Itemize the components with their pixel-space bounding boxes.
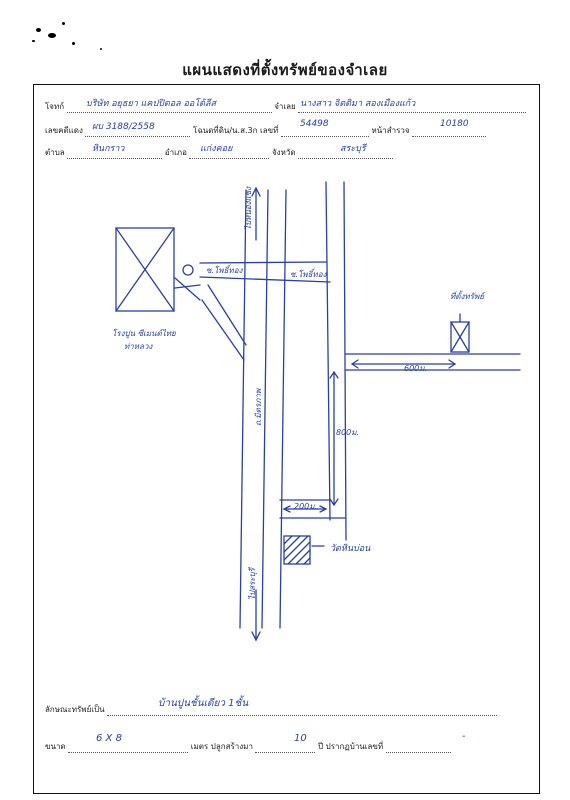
arrow-up-icon [329, 370, 339, 379]
plaintiff-label: โจทก์ [45, 102, 65, 111]
junction-road [201, 299, 245, 361]
subdistrict-value: หินกราว [92, 144, 125, 154]
landmark-circle [182, 264, 194, 276]
arrow-left-icon [350, 359, 359, 369]
page-title: แผนแสดงที่ตั้งทรัพย์ของจำเลย [182, 61, 388, 79]
size-row: ขนาด เมตร ปลูกสร้างมา ปี ปรากฏบ้านเลขที่ [45, 740, 451, 753]
property-type-label: ลักษณะทรัพย์เป็น [45, 705, 105, 714]
defendant-value: นางสาว จิตติมา สองเมืองแก้ว [300, 99, 416, 109]
province-label: จังหวัด [271, 148, 296, 157]
survey-page-value: 10180 [440, 119, 469, 129]
house-no-label: ปี ปรากฏบ้านเลขที่ [318, 742, 384, 751]
scan-speck [48, 33, 56, 38]
property-label: ที่ตั้งทรัพย์ [450, 292, 484, 301]
scan-speck [36, 28, 41, 32]
house-no-value: - [462, 731, 466, 742]
build-label: เมตร ปลูกสร้างมา [190, 742, 253, 751]
distance-800-label: 800ม. [336, 428, 360, 437]
junction-label-b: ซ.โพธิ์ทอง [290, 270, 327, 279]
side-road-line [325, 181, 331, 521]
scan-speck [32, 40, 35, 42]
scan-speck [72, 42, 75, 45]
temple-label: วัดหินบ่อน [330, 544, 371, 554]
arrow-down-icon [251, 631, 261, 642]
survey-page-label: หน้าสำรวจ [371, 126, 410, 135]
property-type-value: บ้านปูนชั้นเดียว 1ชั้น [158, 698, 249, 709]
deed-label: เลขคดีแดง [45, 126, 83, 135]
build-value: 10 [294, 733, 307, 744]
road-south-label: ไปสระบุรี [248, 568, 257, 600]
deed-value: ผบ 3188/2558 [92, 122, 155, 132]
scan-speck [100, 48, 102, 50]
factory-label: โรงปูน ซีเมนต์ไทย [112, 329, 176, 338]
title-deed-label: โฉนดที่ดิน/น.ส.3ก เลขที่ [193, 126, 279, 135]
factory-road [174, 277, 201, 301]
province-value: สระบุรี [340, 144, 366, 154]
distance-600-label: 600ม. [404, 364, 428, 373]
deed-row: เลขคดีแดง โฉนดที่ดิน/น.ส.3ก เลขที่ หน้าส… [45, 124, 487, 137]
highway-line [279, 189, 287, 629]
side-road-line [343, 181, 347, 541]
junction-road [199, 261, 327, 264]
district-value: แก่งคอย [200, 144, 233, 154]
property-type-row: ลักษณะทรัพย์เป็น [45, 703, 498, 716]
junction-label-a: ซ.โพธิ์ทอง [206, 266, 243, 275]
road-north-label: ไปหนองแซง [244, 186, 253, 230]
factory-sub-label: ท่าหลวง [124, 342, 153, 351]
junction-road [207, 284, 247, 346]
arrow-right-icon [448, 359, 457, 369]
subdistrict-label: ตำบล [45, 148, 65, 157]
arrow-up-icon [251, 186, 261, 197]
plaintiff-row: โจทก์ จำเลย [45, 100, 527, 113]
distance-200-label: 200ม. [294, 502, 318, 511]
arrow-right-icon [319, 505, 328, 513]
factory-box [115, 227, 175, 312]
plaintiff-value: บริษัท อยุธยา แคปปิตอล ออโต้ลีส [86, 99, 217, 109]
junction-road [199, 276, 331, 283]
defendant-label: จำเลย [274, 102, 296, 111]
highway-label: ถ.มิตรภาพ [254, 388, 263, 426]
title-deed-value: 54498 [300, 119, 329, 129]
arrow-down-icon [329, 498, 339, 507]
factory-road [174, 284, 201, 289]
scan-speck [62, 22, 65, 25]
form-frame [33, 84, 540, 794]
highway-line [239, 189, 247, 629]
size-value: 6 X 8 [96, 733, 122, 744]
district-label: อำเภอ [164, 148, 187, 157]
location-row: ตำบล อำเภอ จังหวัด [45, 146, 394, 159]
size-label: ขนาด [45, 742, 66, 751]
arrow-left-icon [282, 505, 291, 513]
